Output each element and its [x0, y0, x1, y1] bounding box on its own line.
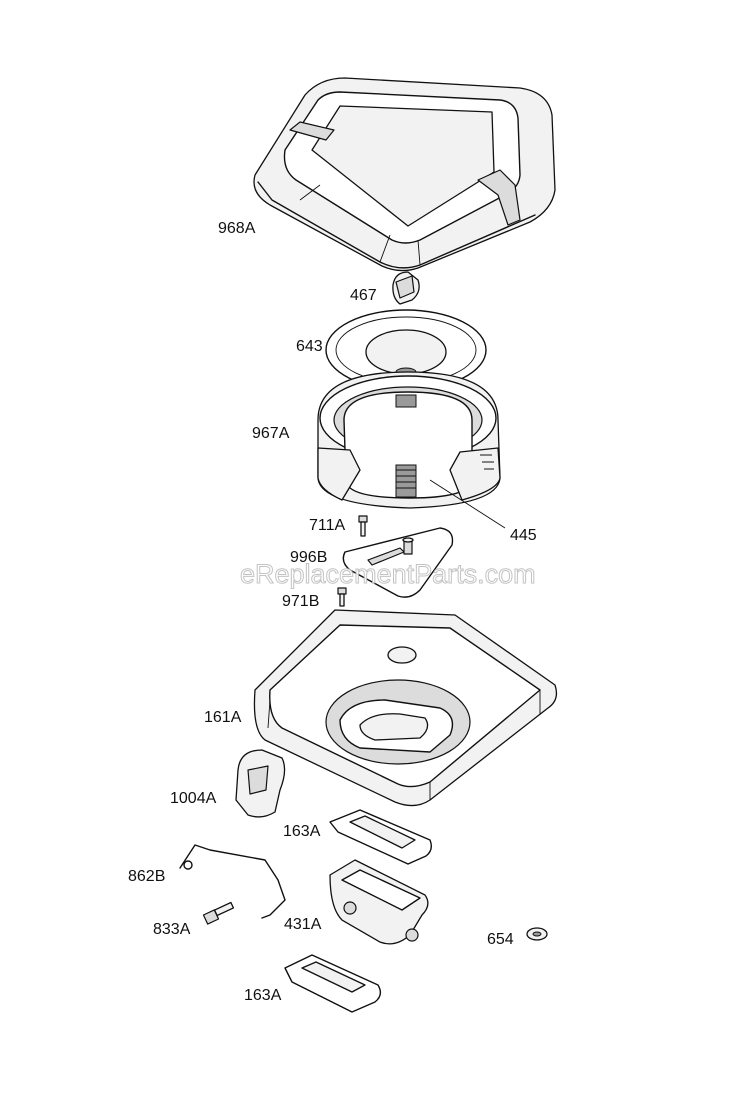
base-161a — [253, 609, 558, 807]
label-862b: 862B — [128, 868, 165, 885]
seal-643 — [325, 309, 487, 391]
label-643: 643 — [296, 338, 323, 355]
label-968a: 968A — [218, 220, 256, 237]
gasket-163a-lower — [284, 954, 382, 1013]
screw-711a — [358, 515, 368, 537]
filter-element-445 — [395, 394, 417, 498]
elbow-1004a — [235, 749, 286, 818]
label-161a: 161A — [204, 709, 242, 726]
adapter-431a — [329, 859, 429, 945]
label-163a-lower: 163A — [244, 987, 282, 1004]
cover-968a — [253, 77, 556, 272]
link-862b — [179, 844, 286, 919]
label-431a: 431A — [284, 916, 322, 933]
label-445: 445 — [510, 527, 537, 544]
filter-housing-967a — [317, 371, 501, 509]
nut-654 — [526, 927, 548, 941]
leader-445 — [429, 479, 506, 529]
label-163a-upper: 163A — [283, 823, 321, 840]
bolt-833a — [202, 901, 235, 925]
screw-971b — [337, 587, 347, 607]
gasket-163a-upper — [329, 809, 433, 865]
label-467: 467 — [350, 287, 377, 304]
wing-nut-467 — [392, 271, 420, 305]
label-654: 654 — [487, 931, 514, 948]
label-833a: 833A — [153, 921, 191, 938]
label-996b: 996B — [290, 549, 327, 566]
bracket-996b — [342, 527, 454, 598]
label-711a: 711A — [309, 517, 346, 534]
watermark-text: eReplacementParts.com — [240, 559, 536, 589]
label-967a: 967A — [252, 425, 290, 442]
label-971b: 971B — [282, 593, 319, 610]
label-1004a: 1004A — [170, 790, 217, 807]
